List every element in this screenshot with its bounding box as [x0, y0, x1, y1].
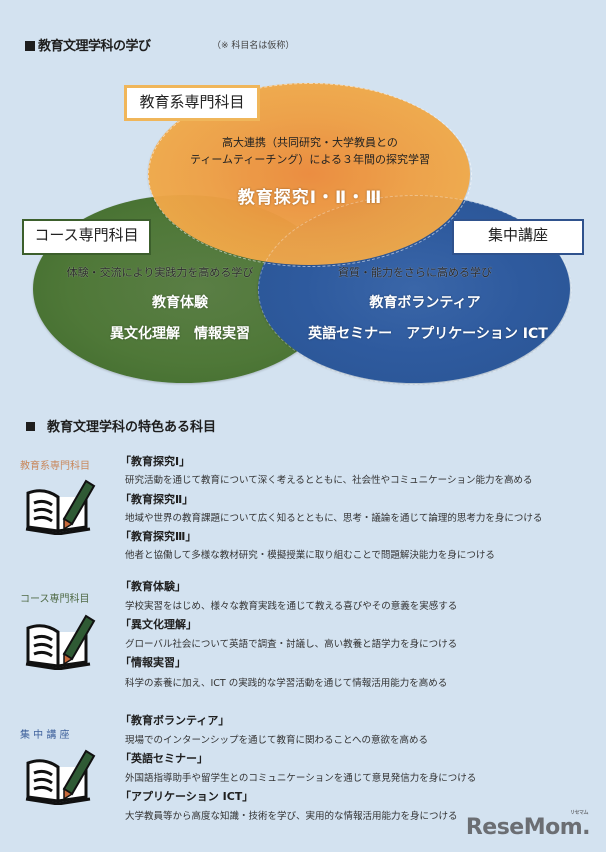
item-title: 「情報実習」: [120, 656, 186, 669]
item-title: 「教育探究Ⅰ」: [120, 455, 191, 468]
book-pencil-icon: [25, 479, 96, 535]
education-subtitle-line1: 高大連携（共同研究・大学教員との: [222, 136, 398, 149]
item-desc: 現場でのインターンシップを通じて教育に関わることへの意欲を高める: [125, 735, 429, 746]
item-title: 「教育探究Ⅲ」: [120, 530, 197, 543]
item-desc: 地域や世界の教育課題について広く知るとともに、思考・議論を通じて論理的思考力を身…: [125, 513, 543, 524]
intensive-subtitle: 資質・能力をさらに高める学び: [338, 266, 492, 279]
item-desc: 大学教員等から高度な知識・技術を学び、実用的な情報活用能力を身につける: [125, 811, 458, 822]
item-title: 「教育体験」: [120, 580, 186, 593]
item-desc: 科学の素養に加え、ICT の実践的な学習活動を通じて情報活用能力を高める: [125, 678, 448, 689]
education-subtitle-line2: ティームティーチング）による３年間の探究学習: [189, 153, 431, 166]
square-bullet-icon: [25, 41, 35, 51]
book-pencil-icon: [25, 749, 96, 805]
course-subject-line2: 異文化理解 情報実習: [110, 326, 250, 342]
education-label: 教育系専門科目: [124, 85, 260, 121]
category-intensive: 集 中 講 座: [20, 730, 70, 741]
resemom-logo: ReseMom.リセマム: [465, 810, 591, 840]
category-course: コース専門科目: [20, 594, 90, 605]
logo-ruby: リセマム: [569, 810, 589, 816]
course-label: コース専門科目: [22, 219, 151, 255]
intensive-circle-outline: [258, 195, 572, 385]
item-title: 「教育探究Ⅱ」: [120, 493, 194, 506]
section-title-text: 教育文理学科の学び: [38, 39, 151, 54]
item-desc: 他者と協働して多様な教材研究・模擬授業に取り組むことで問題解決能力を身につける: [125, 550, 495, 561]
intensive-label: 集中講座: [452, 219, 584, 255]
section-title-learning: 教育文理学科の学び: [25, 35, 151, 54]
item-desc: 学校実習をはじめ、様々な教育実践を通じて教える喜びやその意義を実感する: [125, 601, 458, 612]
features-title-text: 教育文理学科の特色ある科目: [47, 420, 217, 435]
item-title: 「アプリケーション ICT」: [120, 790, 254, 803]
item-desc: グローバル社会について英語で調査・討議し、高い教養と語学力を身につける: [125, 639, 458, 650]
section-title-features: 教育文理学科の特色ある科目: [26, 416, 216, 435]
intensive-subject-line1: 教育ボランティア: [369, 295, 481, 311]
item-title: 「教育ボランティア」: [120, 714, 230, 727]
education-subtitle: 高大連携（共同研究・大学教員との ティームティーチング）による３年間の探究学習: [150, 134, 470, 168]
book-pencil-icon: [25, 614, 96, 670]
provisional-name-note: （※ 科目名は仮称）: [212, 41, 295, 51]
item-desc: 研究活動を通じて教育について深く考えるとともに、社会性やコミュニケーション能力を…: [125, 475, 533, 486]
education-main-subject: 教育探究Ⅰ・Ⅱ・Ⅲ: [237, 188, 383, 208]
course-subject-line1: 教育体験: [152, 295, 208, 311]
logo-text: ReseMom.: [465, 815, 591, 840]
item-title: 「異文化理解」: [120, 618, 197, 631]
course-subtitle: 体験・交流により実践力を高める学び: [66, 266, 254, 279]
square-bullet-icon: [26, 422, 35, 431]
intensive-subject-line2: 英語セミナー アプリケーション ICT: [308, 326, 548, 342]
item-desc: 外国語指導助手や留学生とのコミュニケーションを通じて意見発信力を身につける: [125, 773, 477, 784]
category-education: 教育系専門科目: [20, 461, 90, 472]
item-title: 「英語セミナー」: [120, 752, 208, 765]
venn-diagram: 教育系専門科目 高大連携（共同研究・大学教員との ティームティーチング）による３…: [0, 0, 606, 400]
